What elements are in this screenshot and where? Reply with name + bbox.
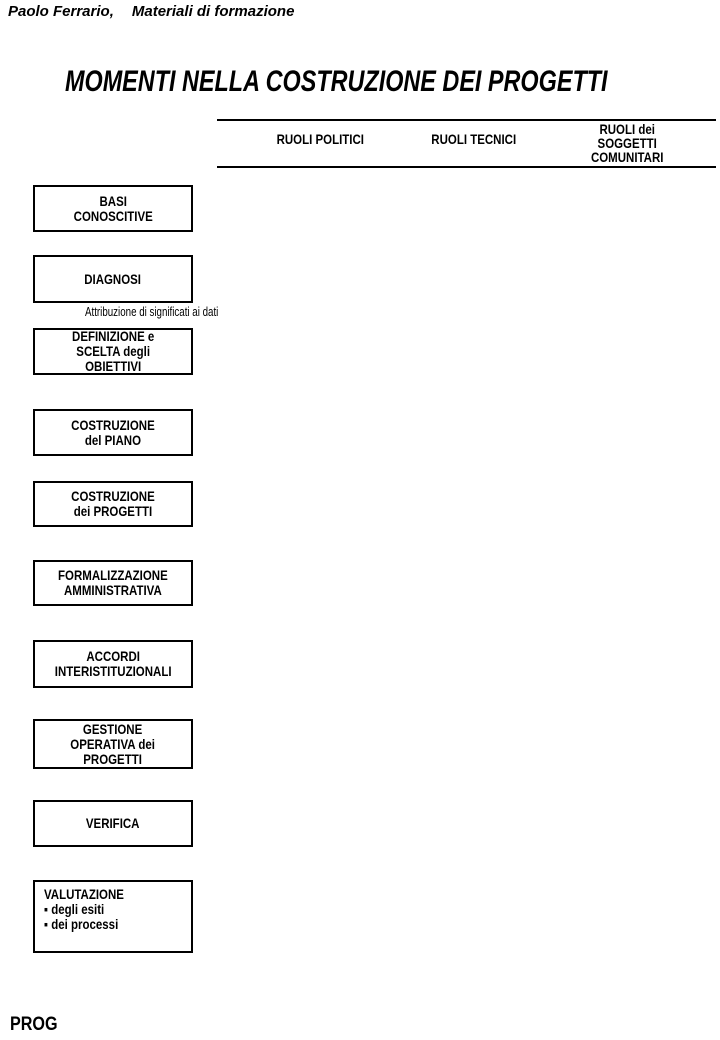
page-title: MOMENTI NELLA COSTRUZIONE DEI PROGETTI xyxy=(65,65,608,98)
stage-box-costruzione-piano: COSTRUZIONE del PIANO xyxy=(33,409,193,456)
stage-box-verifica: VERIFICA xyxy=(33,800,193,847)
stage-box-costruzione-progetti: COSTRUZIONE dei PROGETTI xyxy=(33,481,193,527)
column-header-label: RUOLI TECNICI xyxy=(431,131,517,147)
stage-box-definizione-scelta-obiettivi: DEFINIZIONE e SCELTA degli OBIETTIVI xyxy=(33,328,193,375)
column-header-label: RUOLI POLITICI xyxy=(276,131,364,147)
stage-label: VALUTAZIONE ▪ degli esiti ▪ dei processi xyxy=(44,886,124,932)
stage-box-basi-conoscitive: BASI CONOSCITIVE xyxy=(33,185,193,232)
column-header-ruoli-politici: RUOLI POLITICI xyxy=(245,119,395,168)
stage-label: VERIFICA xyxy=(86,815,140,831)
byline: Paolo Ferrario, Materiali di formazione xyxy=(8,3,294,20)
stage-label: ACCORDI INTERISTITUZIONALI xyxy=(54,648,172,679)
column-header-ruoli-soggetti-comunitari: RUOLI dei SOGGETTI COMUNITARI xyxy=(552,119,702,168)
annotation-diagnosi: Attribuzione di significati ai dati xyxy=(85,304,219,319)
header-bottom-rule xyxy=(217,166,716,168)
stage-label: DEFINIZIONE e SCELTA degli OBIETTIVI xyxy=(71,328,155,374)
stage-box-valutazione: VALUTAZIONE ▪ degli esiti ▪ dei processi xyxy=(33,880,193,953)
header-top-rule xyxy=(217,119,716,121)
stage-label: GESTIONE OPERATIVA dei PROGETTI xyxy=(70,720,156,767)
column-header-ruoli-tecnici: RUOLI TECNICI xyxy=(399,119,549,168)
byline-subtitle: Materiali di formazione xyxy=(131,3,295,20)
stage-label: COSTRUZIONE dei PROGETTI xyxy=(71,488,155,519)
stage-label: FORMALIZZAZIONE AMMINISTRATIVA xyxy=(58,567,168,598)
column-header-label: RUOLI dei SOGGETTI COMUNITARI xyxy=(590,121,664,165)
stage-label: DIAGNOSI xyxy=(84,270,142,287)
stage-box-accordi-interistituzionali: ACCORDI INTERISTITUZIONALI xyxy=(33,640,193,688)
footer-prog: PROG xyxy=(10,1014,58,1035)
byline-author: Paolo Ferrario, xyxy=(8,3,114,20)
stage-box-gestione-operativa-progetti: GESTIONE OPERATIVA dei PROGETTI xyxy=(33,719,193,769)
stage-label: BASI CONOSCITIVE xyxy=(73,192,153,224)
stage-box-formalizzazione-amministrativa: FORMALIZZAZIONE AMMINISTRATIVA xyxy=(33,560,193,606)
stage-label: COSTRUZIONE del PIANO xyxy=(71,416,155,448)
stage-box-diagnosi: DIAGNOSI xyxy=(33,255,193,303)
